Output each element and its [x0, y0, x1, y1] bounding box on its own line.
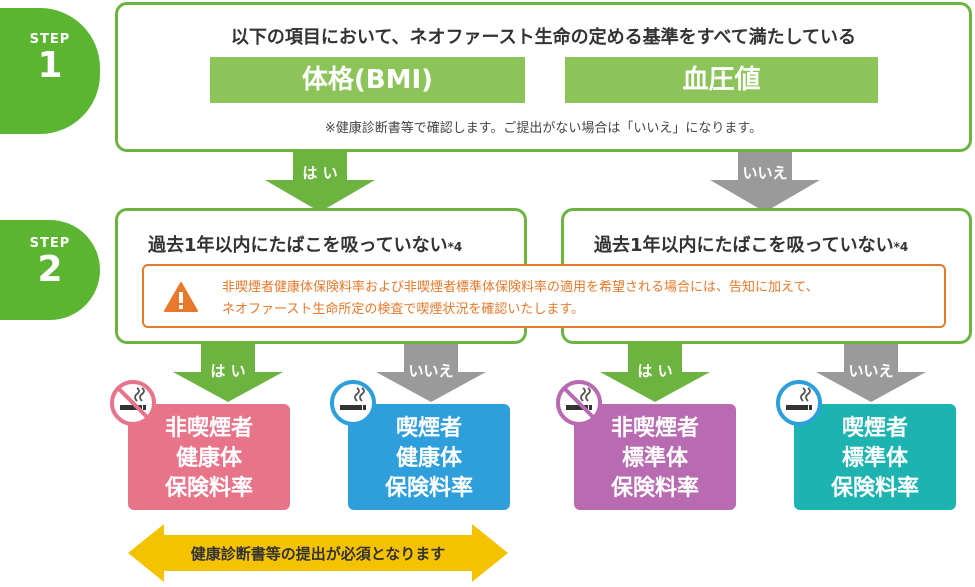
- step2-label: STEP: [29, 236, 71, 251]
- yes-arrow-step1: [265, 152, 375, 212]
- result4-line1: 喫煙者: [841, 416, 908, 441]
- step2-badge: STEP 2: [0, 220, 100, 320]
- smoking-icon: [776, 380, 822, 426]
- result2-line3: 保険料率: [384, 476, 473, 501]
- step1-label: STEP: [29, 32, 71, 47]
- result2-line2: 健康体: [395, 446, 462, 471]
- step1-box: 以下の項目において、ネオファースト生命の定める基準をすべて満たしている 体格(B…: [115, 2, 972, 152]
- result1-line3: 保険料率: [164, 476, 253, 501]
- step1-number: 1: [37, 45, 63, 86]
- result4-line3: 保険料率: [830, 476, 919, 501]
- no-label-left: いいえ: [408, 362, 454, 380]
- step2-question-right: 過去1年以内にたばこを吸っていない*4: [594, 231, 908, 257]
- warning-icon: [164, 282, 198, 312]
- question-left-text: 過去1年以内にたばこを吸っていない: [148, 235, 448, 256]
- result1-line1: 非喫煙者: [164, 416, 253, 441]
- result3-line1: 非喫煙者: [610, 416, 699, 441]
- question-right-text: 過去1年以内にたばこを吸っていない: [594, 235, 894, 256]
- yes-arrow-left: [173, 344, 283, 402]
- yes-label-step1: は い: [302, 164, 338, 182]
- warning-box: 非喫煙者健康体保険料率および非喫煙者標準体保険料率の適用を希望される場合には、告…: [142, 264, 946, 328]
- result-nonsmoker-standard: 非喫煙者 標準体 保険料率: [574, 404, 736, 510]
- no-smoking-icon: [110, 380, 156, 426]
- step1-heading: 以下の項目において、ネオファースト生命の定める基準をすべて満たしている: [230, 27, 857, 48]
- result-nonsmoker-healthy: 非喫煙者 健康体 保険料率: [128, 404, 290, 510]
- blood-pressure-chip: 血圧値: [565, 57, 878, 103]
- bottom-double-arrow: [128, 524, 508, 582]
- smoking-icon: [330, 380, 376, 426]
- result2-line1: 喫煙者: [395, 416, 462, 441]
- no-arrow-left: [376, 344, 486, 402]
- no-label-right: いいえ: [848, 362, 894, 380]
- step2-question-left: 過去1年以内にたばこを吸っていない*4: [148, 231, 462, 257]
- result-smoker-standard: 喫煙者 標準体 保険料率: [794, 404, 956, 510]
- result-smoker-healthy: 喫煙者 健康体 保険料率: [348, 404, 510, 510]
- result3-line2: 標準体: [621, 446, 688, 471]
- no-arrow-right: [816, 344, 926, 402]
- bottom-banner-text: 健康診断書等の提出が必須となります: [190, 545, 446, 563]
- step2-number: 2: [37, 249, 63, 290]
- yes-arrow-right: [600, 344, 710, 402]
- yes-label-left: は い: [210, 362, 246, 380]
- warning-line1: 非喫煙者健康体保険料率および非喫煙者標準体保険料率の適用を希望される場合には、告…: [222, 280, 819, 295]
- no-label-step1: いいえ: [742, 164, 788, 182]
- no-smoking-icon: [556, 380, 602, 426]
- step1-note: ※健康診断書等で確認します。ご提出がない場合は「いいえ」になります。: [324, 121, 763, 136]
- bmi-chip: 体格(BMI): [210, 57, 525, 103]
- yes-label-right: は い: [637, 362, 673, 380]
- result3-line3: 保険料率: [610, 476, 699, 501]
- result4-line2: 標準体: [841, 446, 908, 471]
- no-arrow-step1: [710, 152, 820, 212]
- result1-line2: 健康体: [175, 446, 242, 471]
- footnote-left: *4: [447, 240, 463, 254]
- step1-badge: STEP 1: [0, 8, 100, 134]
- warning-line2: ネオファースト生命所定の検査で喫煙状況を確認いたします。: [222, 302, 585, 317]
- footnote-right: *4: [893, 240, 909, 254]
